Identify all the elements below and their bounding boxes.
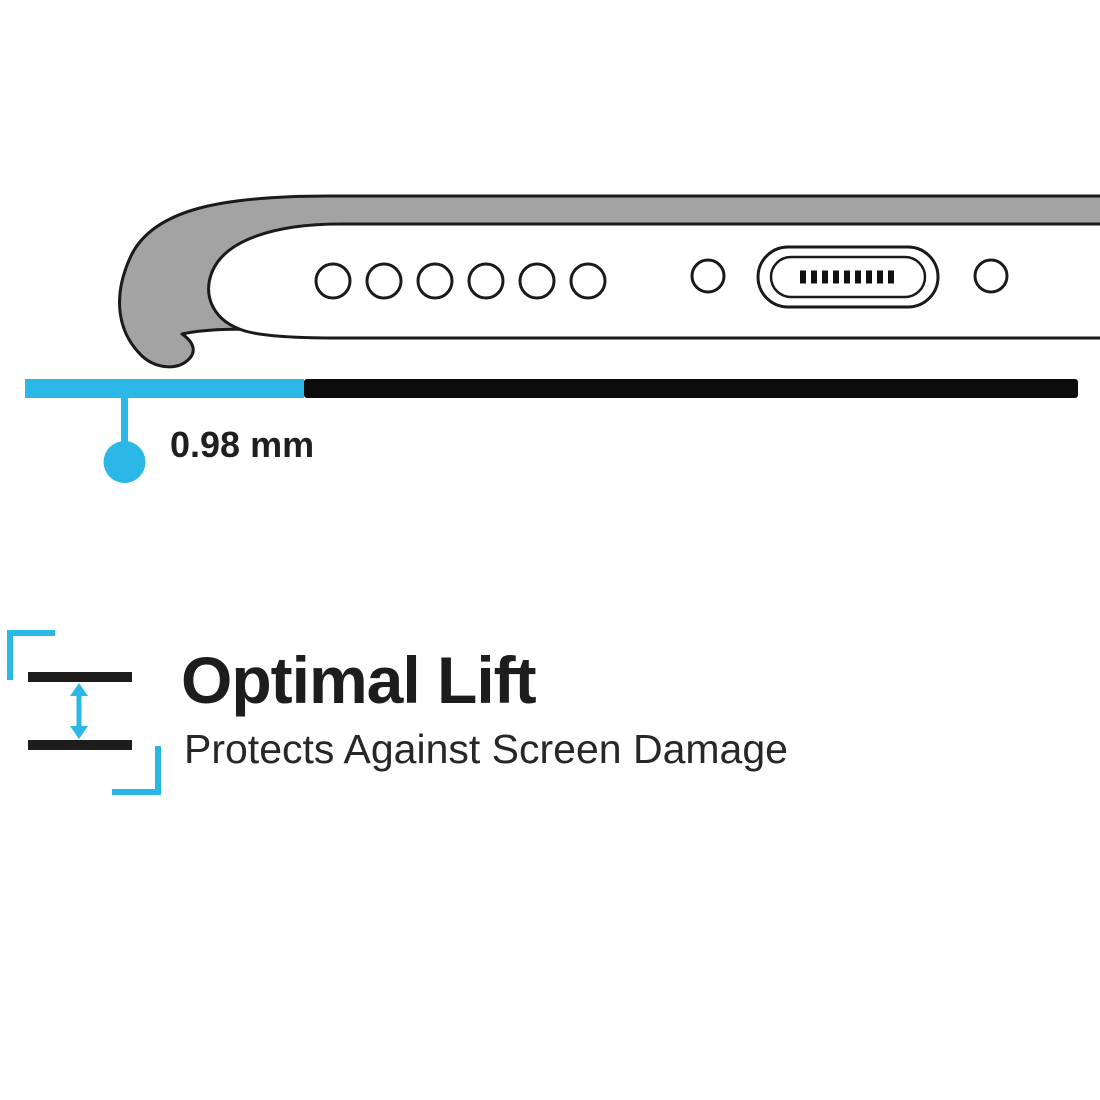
feature-subtitle: Protects Against Screen Damage xyxy=(184,726,788,772)
surface-bottom-bar xyxy=(28,740,132,750)
speaker-hole xyxy=(314,262,352,300)
measurement-pointer xyxy=(103,397,146,483)
screw-left xyxy=(690,258,726,294)
surface-top-bar xyxy=(28,672,132,682)
bracket-top-left xyxy=(7,630,55,680)
measurement-bar-accent xyxy=(25,379,304,398)
screw-right xyxy=(973,258,1009,294)
measurement-bar-dark xyxy=(304,379,1078,398)
phone-bottom-edge-illustration: 0.98 mm xyxy=(25,194,1100,483)
feature-title: Optimal Lift xyxy=(181,643,537,717)
charging-port xyxy=(756,245,940,309)
speaker-hole xyxy=(518,262,556,300)
speaker-hole xyxy=(416,262,454,300)
measurement-label: 0.98 mm xyxy=(170,424,314,465)
speaker-hole xyxy=(467,262,505,300)
speaker-hole xyxy=(569,262,607,300)
gap-arrow xyxy=(70,683,88,739)
lift-gap-icon xyxy=(7,630,161,795)
speaker-hole xyxy=(365,262,403,300)
speaker-holes xyxy=(314,262,607,300)
bracket-bottom-right xyxy=(112,746,161,795)
